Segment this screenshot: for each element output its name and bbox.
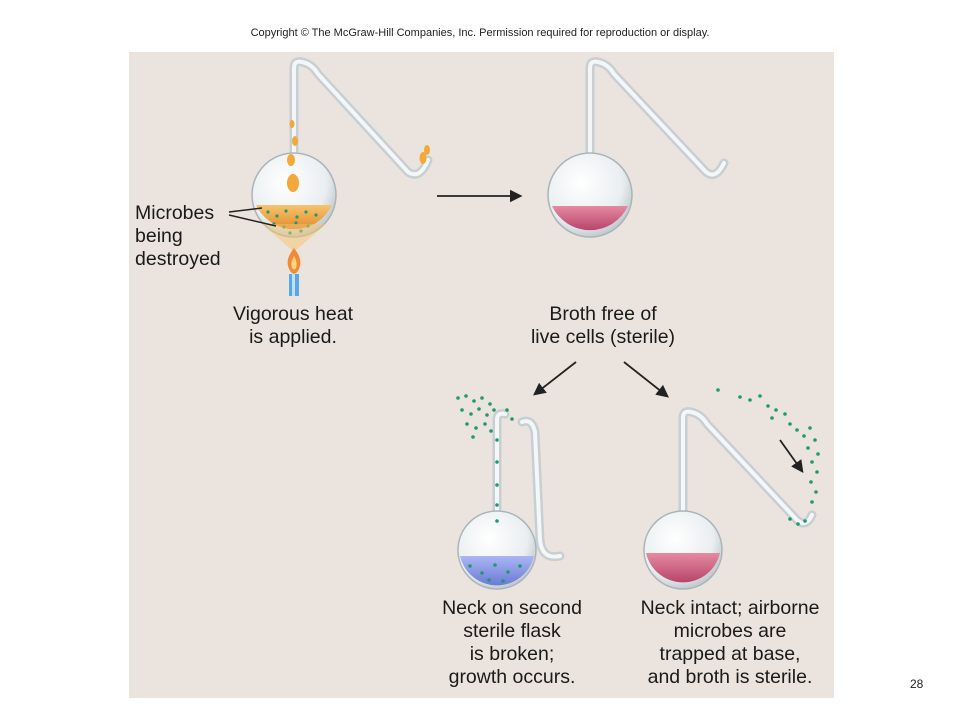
split-arrow-right — [623, 361, 669, 398]
label-line: destroyed — [135, 248, 221, 270]
label-heat-applied: Vigorous heat is applied. — [212, 303, 374, 349]
label-line: Broth free of — [549, 303, 657, 325]
label-microbes-destroyed: Microbes being destroyed — [135, 202, 221, 271]
heat-glow — [262, 224, 326, 252]
flask-heated — [228, 57, 433, 296]
label-line: sterile flask — [463, 620, 561, 642]
label-line: trapped at base, — [659, 643, 801, 665]
label-line: and broth is sterile. — [647, 666, 813, 688]
airborne-arrow — [779, 439, 804, 474]
label-broth-sterile: Broth free of live cells (sterile) — [500, 303, 706, 349]
flask-intact-neck — [643, 388, 820, 590]
label-pointer — [228, 207, 277, 227]
label-line: microbes are — [673, 620, 787, 642]
flask-2-broth — [552, 206, 628, 231]
label-line: live cells (sterile) — [530, 326, 676, 348]
label-line: Neck intact; airborne — [640, 597, 820, 619]
flask-1-bubbles — [287, 120, 430, 192]
figure-panel — [129, 52, 834, 698]
page-number: 28 — [910, 677, 924, 691]
label-line: is broken; — [469, 643, 555, 665]
flask-broken-neck — [456, 394, 565, 590]
label-line: being — [135, 225, 183, 247]
split-arrow-left — [533, 361, 577, 396]
flask-sterile — [547, 57, 729, 238]
label-line: Vigorous heat — [233, 303, 353, 325]
label-line: Microbes — [135, 202, 215, 224]
flask-3-broth — [460, 556, 534, 586]
label-line: growth occurs. — [448, 666, 576, 688]
flask-4-airborne-microbes — [716, 388, 820, 526]
flame-icon — [287, 248, 301, 296]
label-line: is applied. — [249, 326, 337, 348]
label-line: Neck on second — [442, 597, 582, 619]
label-neck-broken: Neck on second sterile flask is broken; … — [420, 597, 604, 689]
label-neck-intact: Neck intact; airborne microbes are trapp… — [622, 597, 838, 689]
copyright-notice: Copyright © The McGraw-Hill Companies, I… — [250, 27, 710, 39]
flask-3-airborne-microbes — [456, 394, 522, 583]
flask-4-broth — [646, 553, 720, 583]
